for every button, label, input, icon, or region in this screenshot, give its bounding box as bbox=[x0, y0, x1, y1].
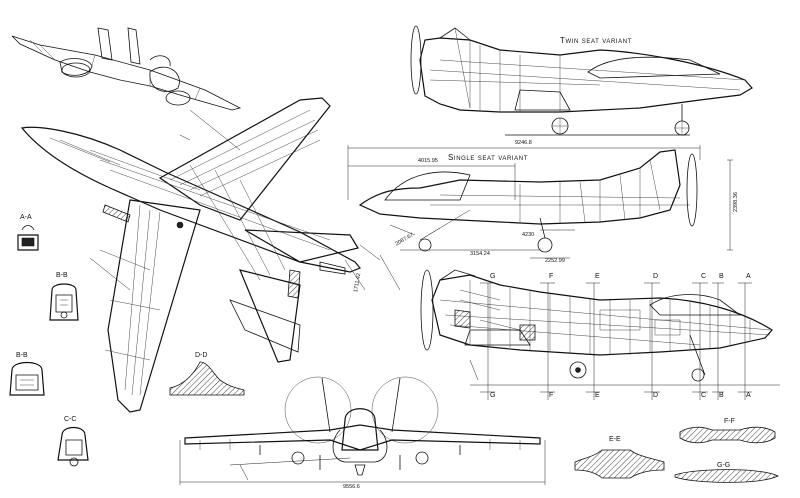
section-label-bb-lower: B-B bbox=[16, 352, 28, 359]
station-bottom-d: D bbox=[653, 392, 659, 399]
twin-seat-title: Twin seat variant bbox=[560, 36, 632, 45]
station-top-f: F bbox=[549, 273, 554, 280]
section-f-f bbox=[679, 426, 776, 444]
section-label-aa: A-A bbox=[20, 214, 32, 221]
single-seat-side-view bbox=[347, 145, 733, 259]
section-label-cc: C-C bbox=[64, 416, 77, 423]
section-a-a bbox=[17, 225, 39, 251]
station-top-c: C bbox=[701, 273, 707, 280]
dim-span: 9556.6 bbox=[343, 484, 360, 490]
station-top-d: D bbox=[653, 273, 659, 280]
perspective-view bbox=[11, 27, 242, 111]
dim-height: 2398.36 bbox=[733, 192, 739, 212]
section-e-e bbox=[574, 449, 665, 479]
cutaway-side-view bbox=[420, 269, 780, 400]
station-bottom-a: A bbox=[746, 392, 751, 399]
single-seat-title: Single seat variant bbox=[448, 153, 528, 162]
dim-wheelbase: 3154.24 bbox=[470, 251, 490, 257]
station-bottom-b: B bbox=[719, 392, 724, 399]
station-bottom-c: C bbox=[701, 392, 707, 399]
section-label-dd: D-D bbox=[195, 352, 208, 359]
station-bottom-f: F bbox=[549, 392, 554, 399]
front-view bbox=[179, 376, 546, 485]
dim-wing-root: 4015.95 bbox=[418, 158, 438, 164]
section-d-d bbox=[169, 361, 245, 396]
section-label-bb: B-B bbox=[56, 272, 68, 279]
dim-nose-wheel: 2252.99 bbox=[545, 258, 565, 264]
station-top-a: A bbox=[746, 273, 751, 280]
section-c-c bbox=[57, 426, 89, 467]
dim-gear-offset: 4230 bbox=[522, 232, 535, 238]
twin-seat-side-view bbox=[410, 25, 753, 136]
section-b-b bbox=[49, 283, 79, 321]
section-label-ee: E-E bbox=[609, 436, 621, 443]
section-label-gg: G-G bbox=[717, 462, 731, 469]
section-g-g bbox=[674, 469, 779, 483]
section-label-ff: F-F bbox=[724, 418, 735, 425]
station-top-g: G bbox=[490, 273, 496, 280]
station-bottom-g: G bbox=[490, 392, 496, 399]
dim-overall-length: 9246.8 bbox=[515, 140, 532, 146]
station-top-b: B bbox=[719, 273, 724, 280]
station-top-e: E bbox=[595, 273, 600, 280]
plan-view bbox=[20, 97, 401, 413]
station-bottom-e: E bbox=[595, 392, 600, 399]
section-b-b-lower bbox=[9, 361, 45, 396]
